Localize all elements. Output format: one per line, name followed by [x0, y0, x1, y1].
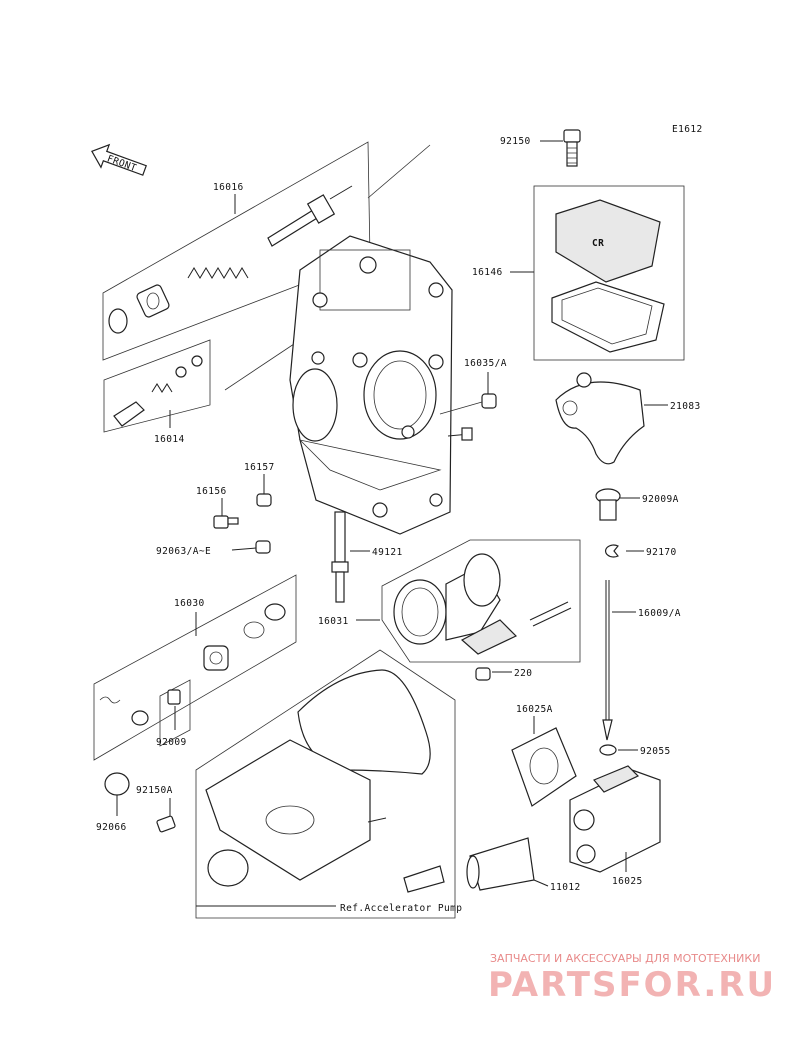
part-group-16031: 16031 [318, 539, 581, 663]
part-label-16014: 16014 [154, 434, 185, 445]
part-label-21083: 21083 [670, 401, 701, 412]
part-92170: 92170 [605, 544, 677, 558]
part-label-220: 220 [514, 668, 532, 679]
part-label-16025A: 16025A [516, 704, 553, 715]
part-label-49121: 49121 [372, 547, 403, 558]
part-label-92063: 92063/A~E [156, 546, 211, 557]
part-group-16030: 16030 92009 [93, 574, 297, 761]
part-label-92150A: 92150A [136, 785, 173, 796]
part-16157: 16157 [244, 462, 275, 507]
part-label-16157: 16157 [244, 462, 275, 473]
part-label-16156: 16156 [196, 486, 227, 497]
part-label-92066: 92066 [96, 822, 127, 833]
part-92009A: 92009A [595, 488, 679, 521]
front-arrow-icon: FRONT [91, 143, 147, 176]
part-group-16146: 16146 CR [472, 185, 685, 361]
part-label-16009A: 16009/A [638, 608, 681, 619]
watermark-brand: PARTSFOR.RU [488, 965, 776, 1005]
part-92066: 92066 [96, 772, 130, 833]
part-label-92170: 92170 [646, 547, 677, 558]
part-49121: 49121 [331, 511, 403, 603]
part-label-16031: 16031 [318, 616, 349, 627]
part-group-float-bowl: Ref.Accelerator Pump [195, 649, 462, 919]
part-label-16146: 16146 [472, 267, 503, 278]
part-92150A: 92150A [136, 785, 176, 833]
ref-note: Ref.Accelerator Pump [340, 903, 462, 914]
part-11012: 11012 [466, 837, 581, 893]
part-92150: 92150 [500, 129, 581, 167]
part-16009A: 16009/A [602, 580, 681, 741]
part-220: 220 [475, 667, 532, 681]
part-label-92009A: 92009A [642, 494, 679, 505]
part-label-16025: 16025 [612, 876, 643, 887]
part-16025A: 16025A [511, 704, 577, 807]
part-16025: 16025 [569, 765, 661, 887]
part-92063: 92063/A~E [156, 540, 271, 557]
cover-text: CR [592, 238, 604, 249]
part-group-16014: 16014 [103, 339, 211, 445]
part-label-92009: 92009 [156, 737, 187, 748]
part-16156: 16156 [196, 486, 239, 529]
part-21083: 21083 [555, 372, 701, 465]
diagram-code: E1612 [672, 124, 703, 135]
part-group-16016: 16016 [102, 141, 371, 361]
part-16035A: 16035/A [439, 358, 507, 415]
part-label-92055: 92055 [640, 746, 671, 757]
part-92055: 92055 [599, 744, 671, 757]
part-label-92150: 92150 [500, 136, 531, 147]
watermark: ЗАПЧАСТИ И АКСЕССУАРЫ ДЛЯ МОТОТЕХНИКИ PA… [488, 952, 776, 1005]
watermark-tagline: ЗАПЧАСТИ И АКСЕССУАРЫ ДЛЯ МОТОТЕХНИКИ [490, 952, 760, 965]
part-label-16035A: 16035/A [464, 358, 507, 369]
part-label-16030: 16030 [174, 598, 205, 609]
part-label-16016: 16016 [213, 182, 244, 193]
carburetor-body [289, 235, 473, 535]
part-label-11012: 11012 [550, 882, 581, 893]
